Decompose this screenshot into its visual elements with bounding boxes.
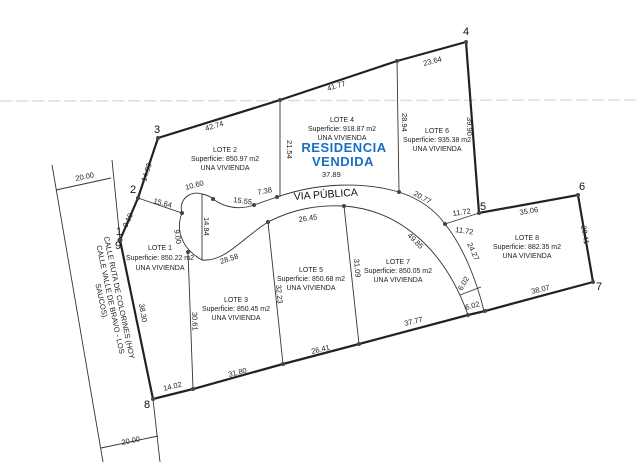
dim-label: 9.00: [172, 229, 183, 245]
point-2-label: 2: [130, 184, 136, 196]
dim-label: 31.80: [227, 366, 247, 379]
dim-label: 15.64: [152, 196, 172, 210]
dim-label: 20.00: [121, 434, 141, 447]
dim-label: 49.85: [406, 231, 426, 251]
lot-3[interactable]: LOTE 3 Superficie: 850.45 m2 UNA VIVIEND…: [202, 297, 270, 322]
dim-label: 10.60: [184, 178, 204, 192]
lot-1[interactable]: LOTE 1 Superficie: 850.22 m2 UNA VIVIEND…: [126, 245, 194, 272]
lot-use: UNA VIVIENDA: [317, 135, 366, 142]
lot-area: Superficie: 850.45 m2: [202, 306, 270, 313]
lot-name: LOTE 1: [148, 245, 172, 252]
lot-4[interactable]: LOTE 4 Superficie: 918.87 m2 UNA VIVIEND…: [308, 117, 376, 142]
point-1-label: 1: [116, 226, 122, 238]
dim-label: 20.41: [579, 225, 591, 245]
sold-banner-line-2: VENDIDA: [312, 154, 374, 169]
dim-label: 39.90: [465, 117, 474, 136]
lot-6[interactable]: LOTE 6 Superficie: 935.38 m2 UNA VIVIEND…: [403, 128, 471, 153]
property-perimeter: [118, 40, 595, 401]
dim-label: 24.27: [465, 241, 481, 262]
dim-label: 31.09: [352, 258, 363, 277]
lot-use: UNA VIVIENDA: [211, 315, 260, 322]
lot-use: UNA VIVIENDA: [412, 146, 461, 153]
dim-label: 20.00: [75, 170, 95, 183]
lot-7[interactable]: LOTE 7 Superficie: 850.05 m2 UNA VIVIEND…: [364, 259, 432, 284]
dim-label: 37.77: [403, 315, 423, 328]
dim-label: 30.61: [190, 312, 200, 331]
dim-label: 14.84: [202, 217, 211, 236]
lot-use: UNA VIVIENDA: [286, 285, 335, 292]
point-7-label: 7: [596, 281, 602, 293]
lot-area: Superficie: 850.05 m2: [364, 268, 432, 275]
lot-5[interactable]: LOTE 5 Superficie: 850.68 m2 UNA VIVIEND…: [277, 267, 345, 292]
lot-8[interactable]: LOTE 8 Superficie: 882.35 m2 UNA VIVIEND…: [493, 235, 561, 260]
dim-label: 38.30: [137, 303, 149, 323]
street-boundaries: [51, 159, 161, 463]
lot-area: Superficie: 918.87 m2: [308, 126, 376, 133]
dim-label: 6.02: [464, 299, 480, 311]
dim-label: 14.02: [162, 380, 182, 393]
lot-name: LOTE 8: [515, 235, 539, 242]
dim-label: 28.94: [400, 113, 409, 132]
dim-label: 26.41: [310, 343, 330, 356]
lot-name: LOTE 2: [213, 147, 237, 154]
lot-area: Superficie: 850.68 m2: [277, 276, 345, 283]
point-5-label: 5: [480, 201, 486, 213]
lot-name: LOTE 4: [330, 117, 354, 124]
dim-label: 23.64: [422, 54, 442, 68]
dim-label: 35.06: [519, 205, 539, 217]
scan-artifact-line: [0, 99, 640, 102]
vertex-markers: [117, 40, 595, 401]
sold-banner-line-1: RESIDENCIA: [301, 140, 386, 155]
dim-label: 15.55: [233, 195, 253, 207]
lot-name: LOTE 3: [224, 297, 248, 304]
lot-divisions: [187, 60, 482, 390]
lot-area: Superficie: 850.97 m2: [191, 156, 259, 163]
lot-use: UNA VIVIENDA: [200, 165, 249, 172]
dim-label: 42.74: [204, 119, 225, 133]
road-lower-edge: [179, 205, 469, 316]
dim-label: 32.23: [274, 284, 285, 303]
lot-name: LOTE 5: [299, 267, 323, 274]
dim-label: 7.38: [257, 185, 273, 197]
point-4-label: 4: [463, 26, 469, 38]
dim-label: 11.72: [452, 207, 471, 218]
dim-label: 38.07: [530, 283, 550, 296]
dim-label: 20.77: [412, 189, 433, 206]
lot-area: Superficie: 882.35 m2: [493, 244, 561, 251]
dim-label: 41.77: [326, 79, 347, 93]
lot-name: LOTE 7: [386, 259, 410, 266]
dim-label: 9.10: [121, 212, 135, 229]
point-8-label: 8: [144, 399, 150, 411]
dim-label: 26.45: [298, 212, 318, 224]
point-6-label: 6: [579, 181, 585, 193]
lot-2[interactable]: LOTE 2 Superficie: 850.97 m2 UNA VIVIEND…: [191, 147, 259, 172]
dim-label: 11.72: [455, 225, 474, 236]
dim-label: 6.02: [456, 275, 471, 292]
dim-label: 21.54: [285, 140, 294, 159]
dim-label: 37.89: [322, 170, 341, 179]
lot-use: UNA VIVIENDA: [373, 277, 422, 284]
lot-name: LOTE 6: [425, 128, 449, 135]
lot-area: Superficie: 935.38 m2: [403, 137, 471, 144]
dim-label: 28.58: [219, 252, 240, 266]
point-3-label: 3: [154, 124, 160, 136]
lot-use: UNA VIVIENDA: [502, 253, 551, 260]
point-9-label: 9: [115, 240, 121, 252]
lot-use: UNA VIVIENDA: [135, 265, 184, 272]
road-label: VIA PÚBLICA: [293, 186, 358, 203]
lot-area: Superficie: 850.22 m2: [126, 255, 194, 262]
dim-label: 14.93: [139, 162, 153, 183]
